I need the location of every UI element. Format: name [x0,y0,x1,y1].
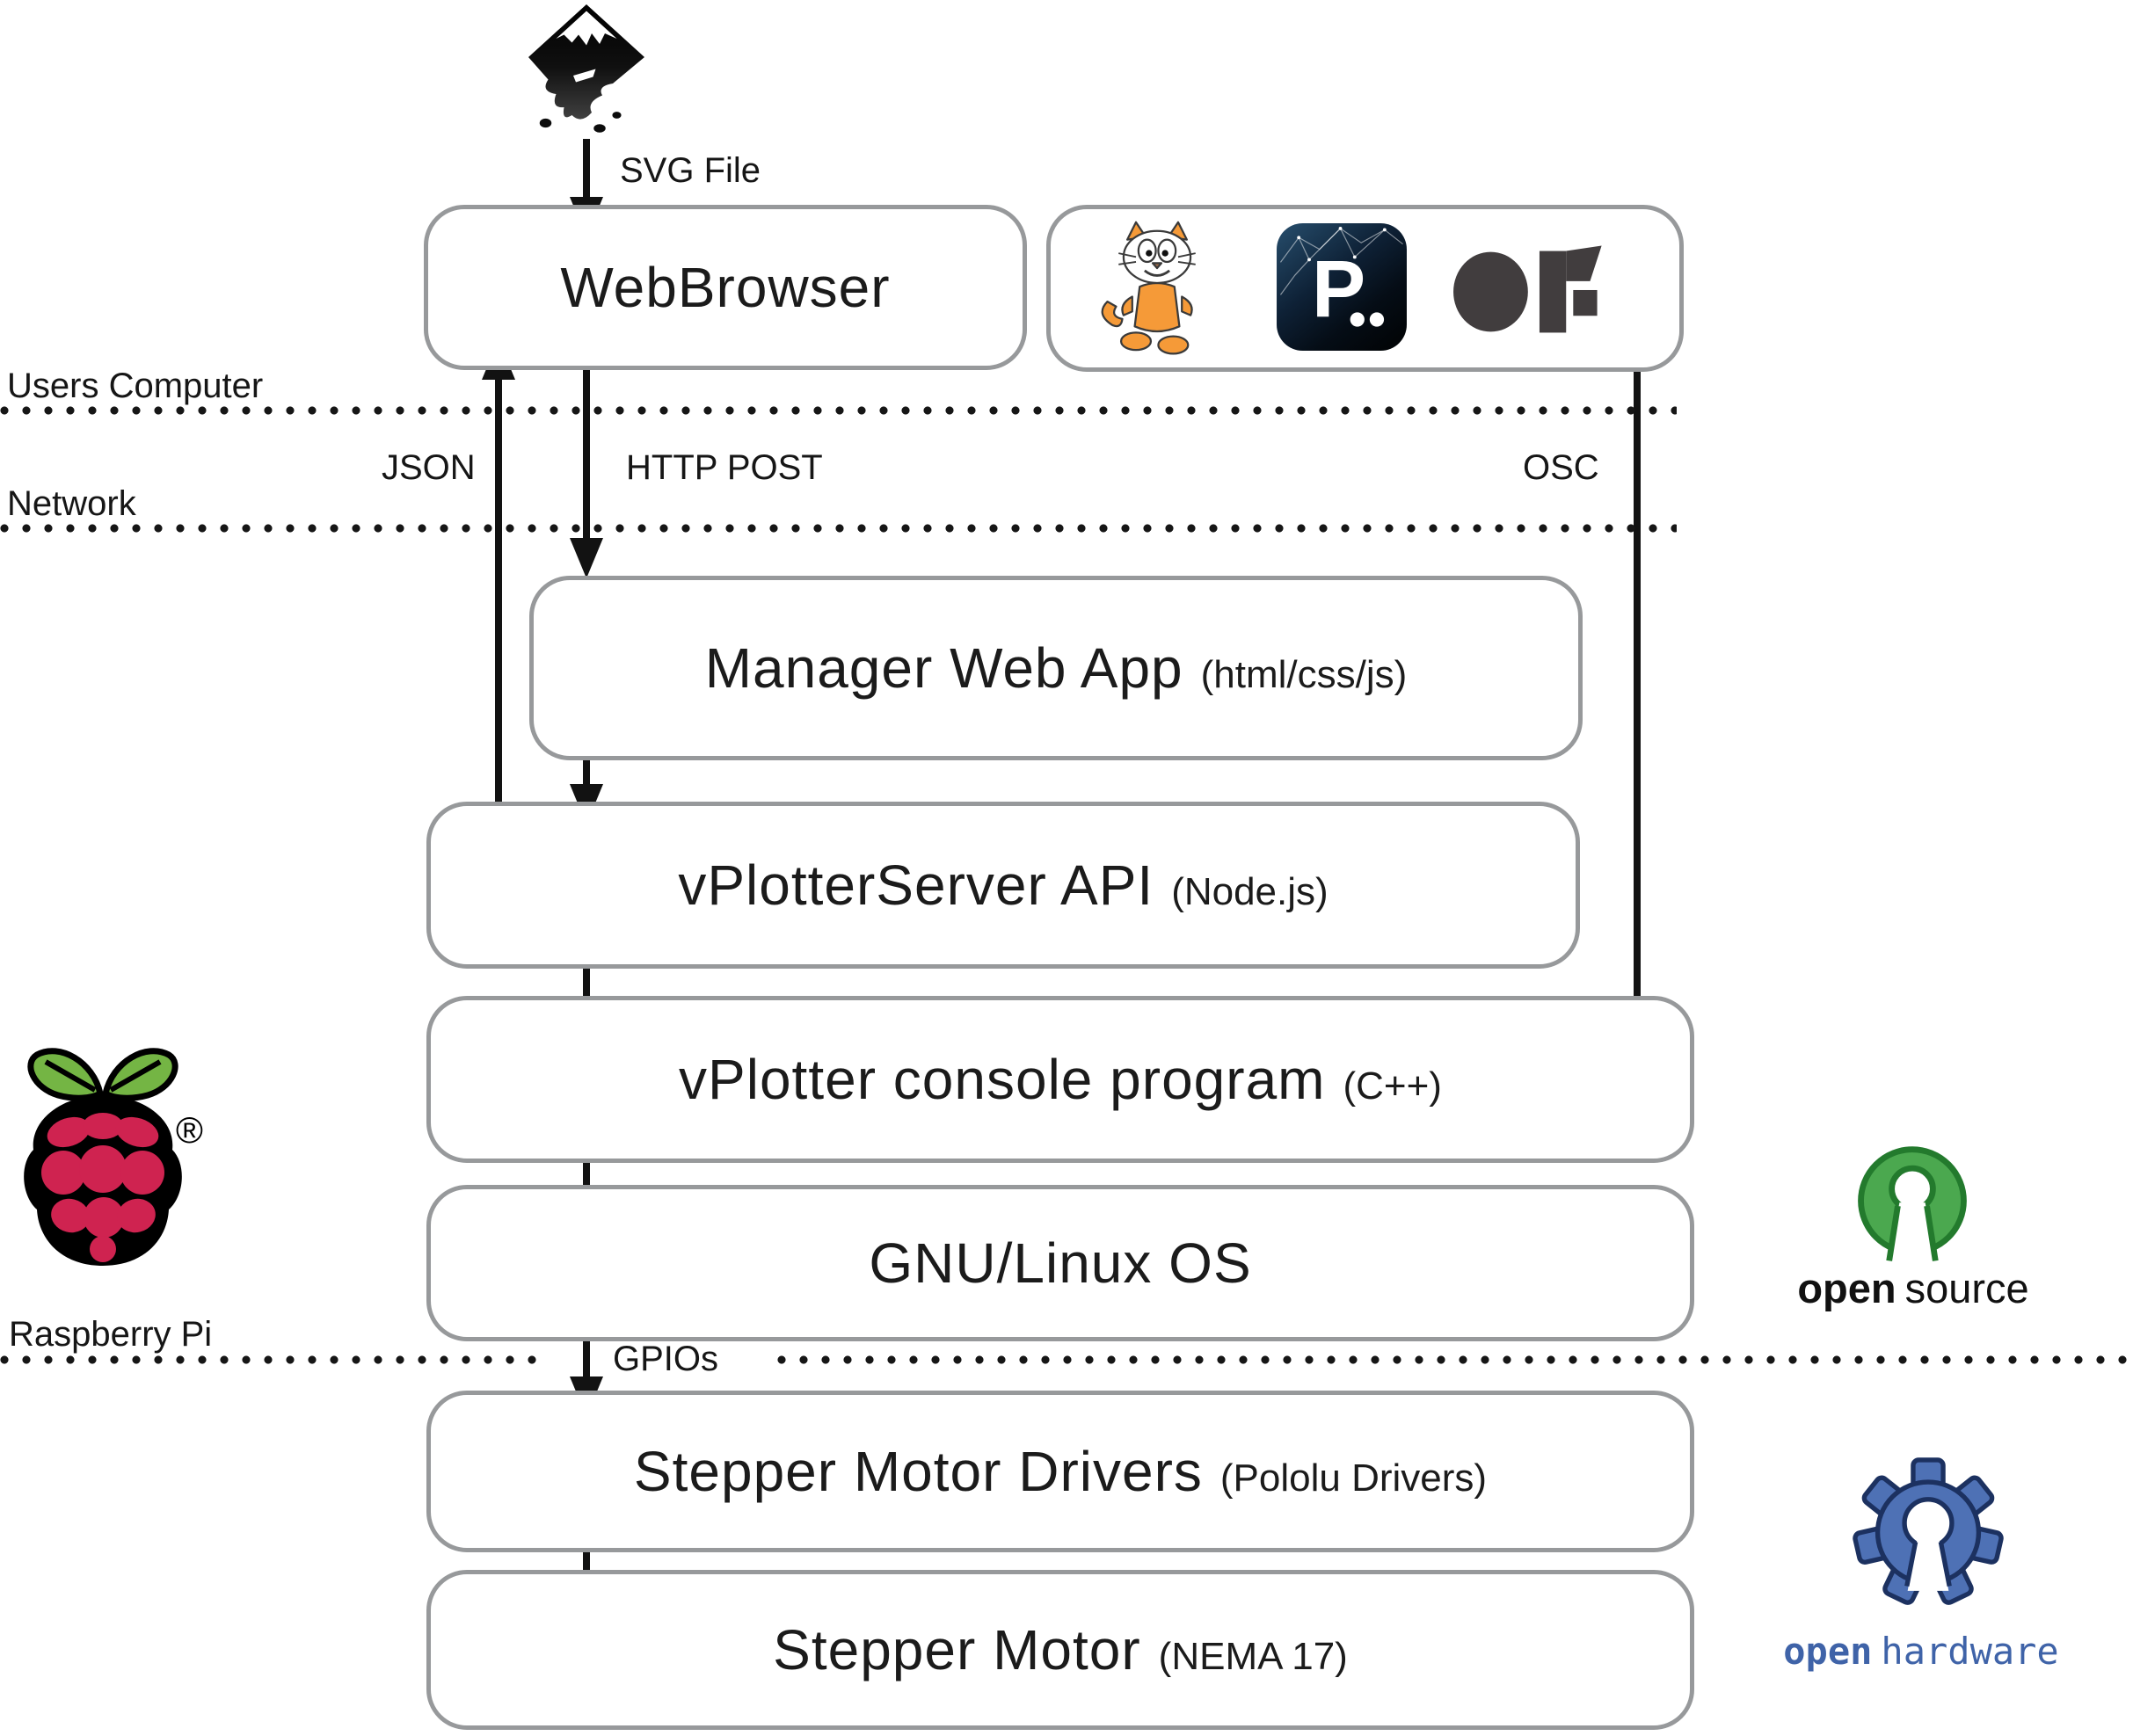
gpios-label: GPIOs [613,1340,719,1378]
box-vplotterserver-subtitle: (Node.js) [1171,870,1329,913]
http-post-label: HTTP POST [626,448,823,487]
processing-logo: P [1277,223,1407,351]
box-vplotterserver-api: vPlotterServer API (Node.js) [426,802,1580,969]
arrow-json-up-shaft [495,378,502,807]
arrow-httppost-head [570,538,603,578]
inkscape-logo [528,4,644,133]
open-source-keyhole-logo [1858,1146,1967,1267]
box-manager-subtitle: (html/css/js) [1200,653,1408,696]
arrow-svgfile-shaft [583,139,590,200]
raspberry-pi-label: Raspberry Pi [9,1315,213,1354]
box-stepper-motor-drivers: Stepper Motor Drivers (Pololu Drivers) [426,1391,1694,1552]
users-computer-label: Users Computer [7,367,264,405]
box-vplotter-console-subtitle: (C++) [1343,1064,1442,1108]
box-stepper-drivers-title: Stepper Motor Drivers [633,1440,1203,1503]
openframeworks-logo [1453,245,1602,333]
divider-gpio-left [0,1355,542,1364]
registered-mark: ® [176,1109,203,1151]
network-label: Network [7,484,136,523]
arrow-httppost-shaft [583,341,590,541]
open-source-word1: open [1797,1265,1896,1311]
osc-label: OSC [1523,448,1599,487]
arrow-osc-shaft [1634,344,1641,1005]
box-stepper-drivers-subtitle: (Pololu Drivers) [1219,1456,1488,1500]
box-vplotter-console-title: vPlotter console program [679,1048,1326,1111]
json-label: JSON [382,448,476,487]
open-source-word2: source [1904,1265,2029,1311]
box-gnu-linux-os: GNU/Linux OS [426,1185,1694,1341]
box-manager-web-app: Manager Web App (html/css/js) [529,576,1583,760]
svg-file-label: SVG File [620,151,761,190]
open-hardware-gear-logo [1853,1457,2004,1605]
box-webbrowser: WebBrowser [424,205,1027,370]
open-hardware-word1: open [1783,1630,1873,1673]
scratch-cat-logo [1101,221,1196,355]
box-stepper-motor-title: Stepper Motor [773,1618,1141,1682]
divider-gpio-right [777,1355,2133,1364]
box-gnu-linux-title: GNU/Linux OS [869,1231,1252,1295]
open-hardware-word2: hardware [1881,1630,2059,1673]
box-vplotterserver-title: vPlotterServer API [678,853,1154,917]
divider-users-computer [0,406,1677,415]
box-webbrowser-title: WebBrowser [560,256,891,319]
box-stepper-motor: Stepper Motor (NEMA 17) [426,1570,1694,1730]
box-vplotter-console: vPlotter console program (C++) [426,996,1694,1163]
divider-network [0,524,1677,533]
raspberry-pi-logo: ® [24,1048,203,1266]
box-stepper-motor-subtitle: (NEMA 17) [1158,1635,1348,1678]
box-manager-title: Manager Web App [704,636,1183,700]
